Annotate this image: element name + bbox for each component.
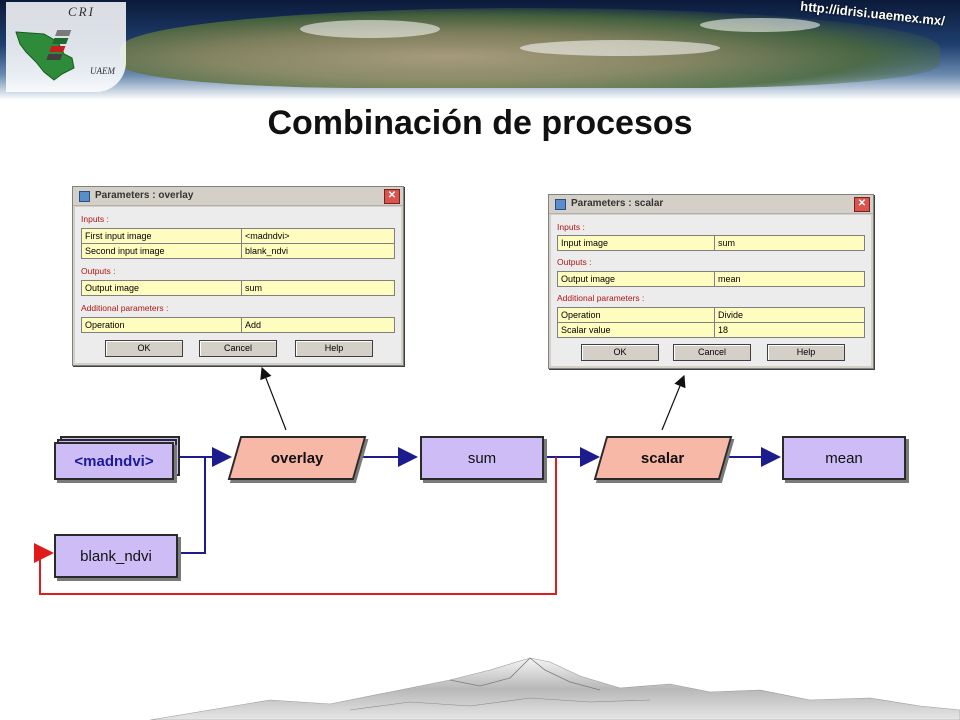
outputs-label: Outputs : [81,266,116,276]
logo-text-uaem: UAEM [90,66,115,76]
dialog-title: Parameters : scalar [571,198,664,209]
param-row-first-input[interactable]: First input image <madndvi> [81,228,395,244]
inputs-label: Inputs : [557,222,585,232]
param-label: Input image [558,236,715,250]
page-title: Combinación de procesos [267,104,693,142]
param-label: Scalar value [558,323,715,337]
cancel-button[interactable]: Cancel [673,344,751,361]
ok-button[interactable]: OK [105,340,183,357]
dialog-titlebar[interactable]: Parameters : overlay ✕ [73,187,403,206]
close-button[interactable]: ✕ [384,189,400,204]
param-value[interactable]: sum [718,238,736,248]
param-label: Output image [82,281,242,295]
help-button[interactable]: Help [767,344,845,361]
node-sum[interactable]: sum [420,436,544,480]
logo-text-cri: CRI [68,4,95,19]
node-label: overlay [270,449,324,467]
param-value[interactable]: <madndvi> [245,231,290,241]
dialog-body: Inputs : First input image <madndvi> Sec… [75,207,401,363]
param-row-operation[interactable]: Operation Divide [557,307,865,323]
additional-parameters-label: Additional parameters : [557,293,645,303]
param-value[interactable]: Divide [718,310,744,320]
institution-logo: CRI UAEM [6,2,126,92]
help-button[interactable]: Help [295,340,373,357]
cancel-button[interactable]: Cancel [199,340,277,357]
param-value[interactable]: mean [718,274,741,284]
param-label: Output image [558,272,715,286]
close-button[interactable]: ✕ [854,197,870,212]
node-label: scalar [641,449,685,467]
param-row-output-image[interactable]: Output image sum [81,280,395,296]
param-value[interactable]: blank_ndvi [245,246,289,256]
outputs-label: Outputs : [557,257,592,267]
pointer-line-scalar [661,374,686,431]
mountain-footer-image [150,657,960,720]
node-label: <madndvi> [74,452,154,470]
dialog-body: Inputs : Input image sum Outputs : Outpu… [551,215,871,366]
node-label: mean [825,449,863,467]
ok-button[interactable]: OK [581,344,659,361]
arrow-blank-overlay [178,457,206,554]
mexico-map-icon [15,30,75,81]
param-value[interactable]: 18 [718,325,729,335]
param-label: Operation [558,308,715,322]
scalar-parameters-dialog: Parameters : scalar ✕ Inputs : Input ima… [548,194,874,369]
node-scalar-module[interactable]: scalar [593,436,733,480]
param-value[interactable]: sum [245,283,263,293]
cloud-decoration [700,18,820,32]
param-row-scalar-value[interactable]: Scalar value 18 [557,322,865,338]
dialog-titlebar[interactable]: Parameters : scalar ✕ [549,195,873,214]
param-row-input-image[interactable]: Input image sum [557,235,865,251]
cloud-decoration [520,40,720,56]
node-madndvi[interactable]: <madndvi> [54,442,174,480]
param-label: First input image [82,229,242,243]
dialog-title: Parameters : overlay [95,190,194,201]
overlay-parameters-dialog: Parameters : overlay ✕ Inputs : First in… [72,186,404,366]
node-label: sum [467,449,497,467]
param-row-operation[interactable]: Operation Add [81,317,395,333]
inputs-label: Inputs : [81,214,109,224]
node-label: blank_ndvi [80,547,152,565]
param-row-output-image[interactable]: Output image mean [557,271,865,287]
param-label: Second input image [82,244,242,258]
window-icon [79,191,90,202]
param-value[interactable]: Add [245,320,262,330]
window-icon [555,199,566,210]
pointer-line-overlay [260,366,287,431]
node-overlay-module[interactable]: overlay [227,436,367,480]
cloud-decoration [300,20,440,38]
additional-parameters-label: Additional parameters : [81,303,169,313]
param-label: Operation [82,318,242,332]
node-mean[interactable]: mean [782,436,906,480]
node-blank-ndvi[interactable]: blank_ndvi [54,534,178,578]
header-banner: CRI UAEM http://idrisi.uaemex.mx/ [0,0,960,100]
param-row-second-input[interactable]: Second input image blank_ndvi [81,243,395,259]
